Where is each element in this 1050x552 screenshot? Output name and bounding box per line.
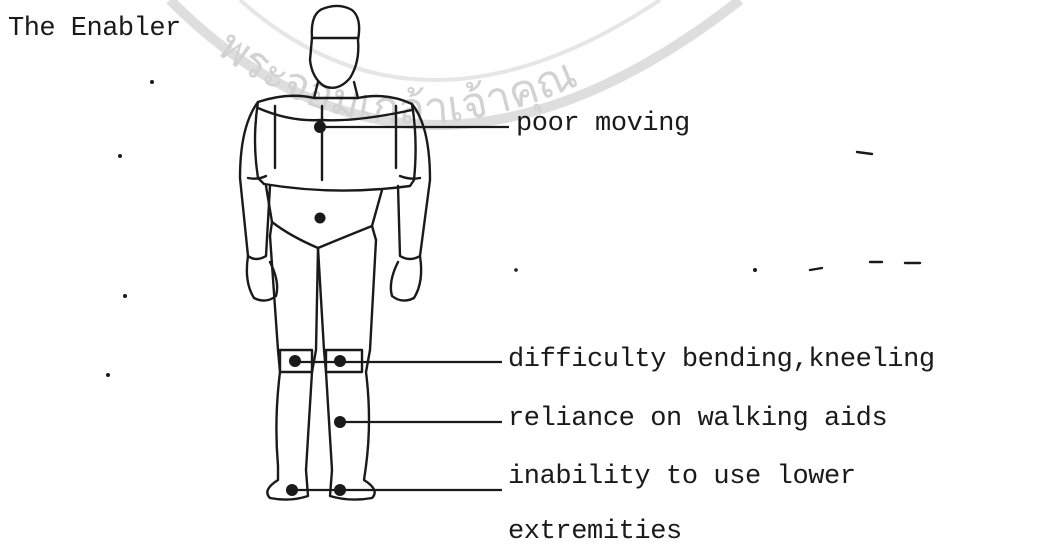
dot-chest: [314, 121, 326, 133]
annotation-label: extremities: [508, 517, 682, 547]
dot-shin: [334, 416, 346, 428]
dot-right-foot: [334, 484, 346, 496]
dot-hip: [315, 213, 326, 224]
annotation-label: poor moving: [516, 109, 690, 139]
dot-left-knee: [289, 355, 301, 367]
dot-right-knee: [334, 355, 346, 367]
annotation-label: inability to use lower: [508, 462, 856, 492]
annotation-label: reliance on walking aids: [508, 404, 887, 434]
figure-torso: [255, 96, 416, 191]
figure-head: [310, 6, 359, 88]
dot-left-foot: [286, 484, 298, 496]
annotation-label: difficulty bending,kneeling: [508, 345, 935, 375]
